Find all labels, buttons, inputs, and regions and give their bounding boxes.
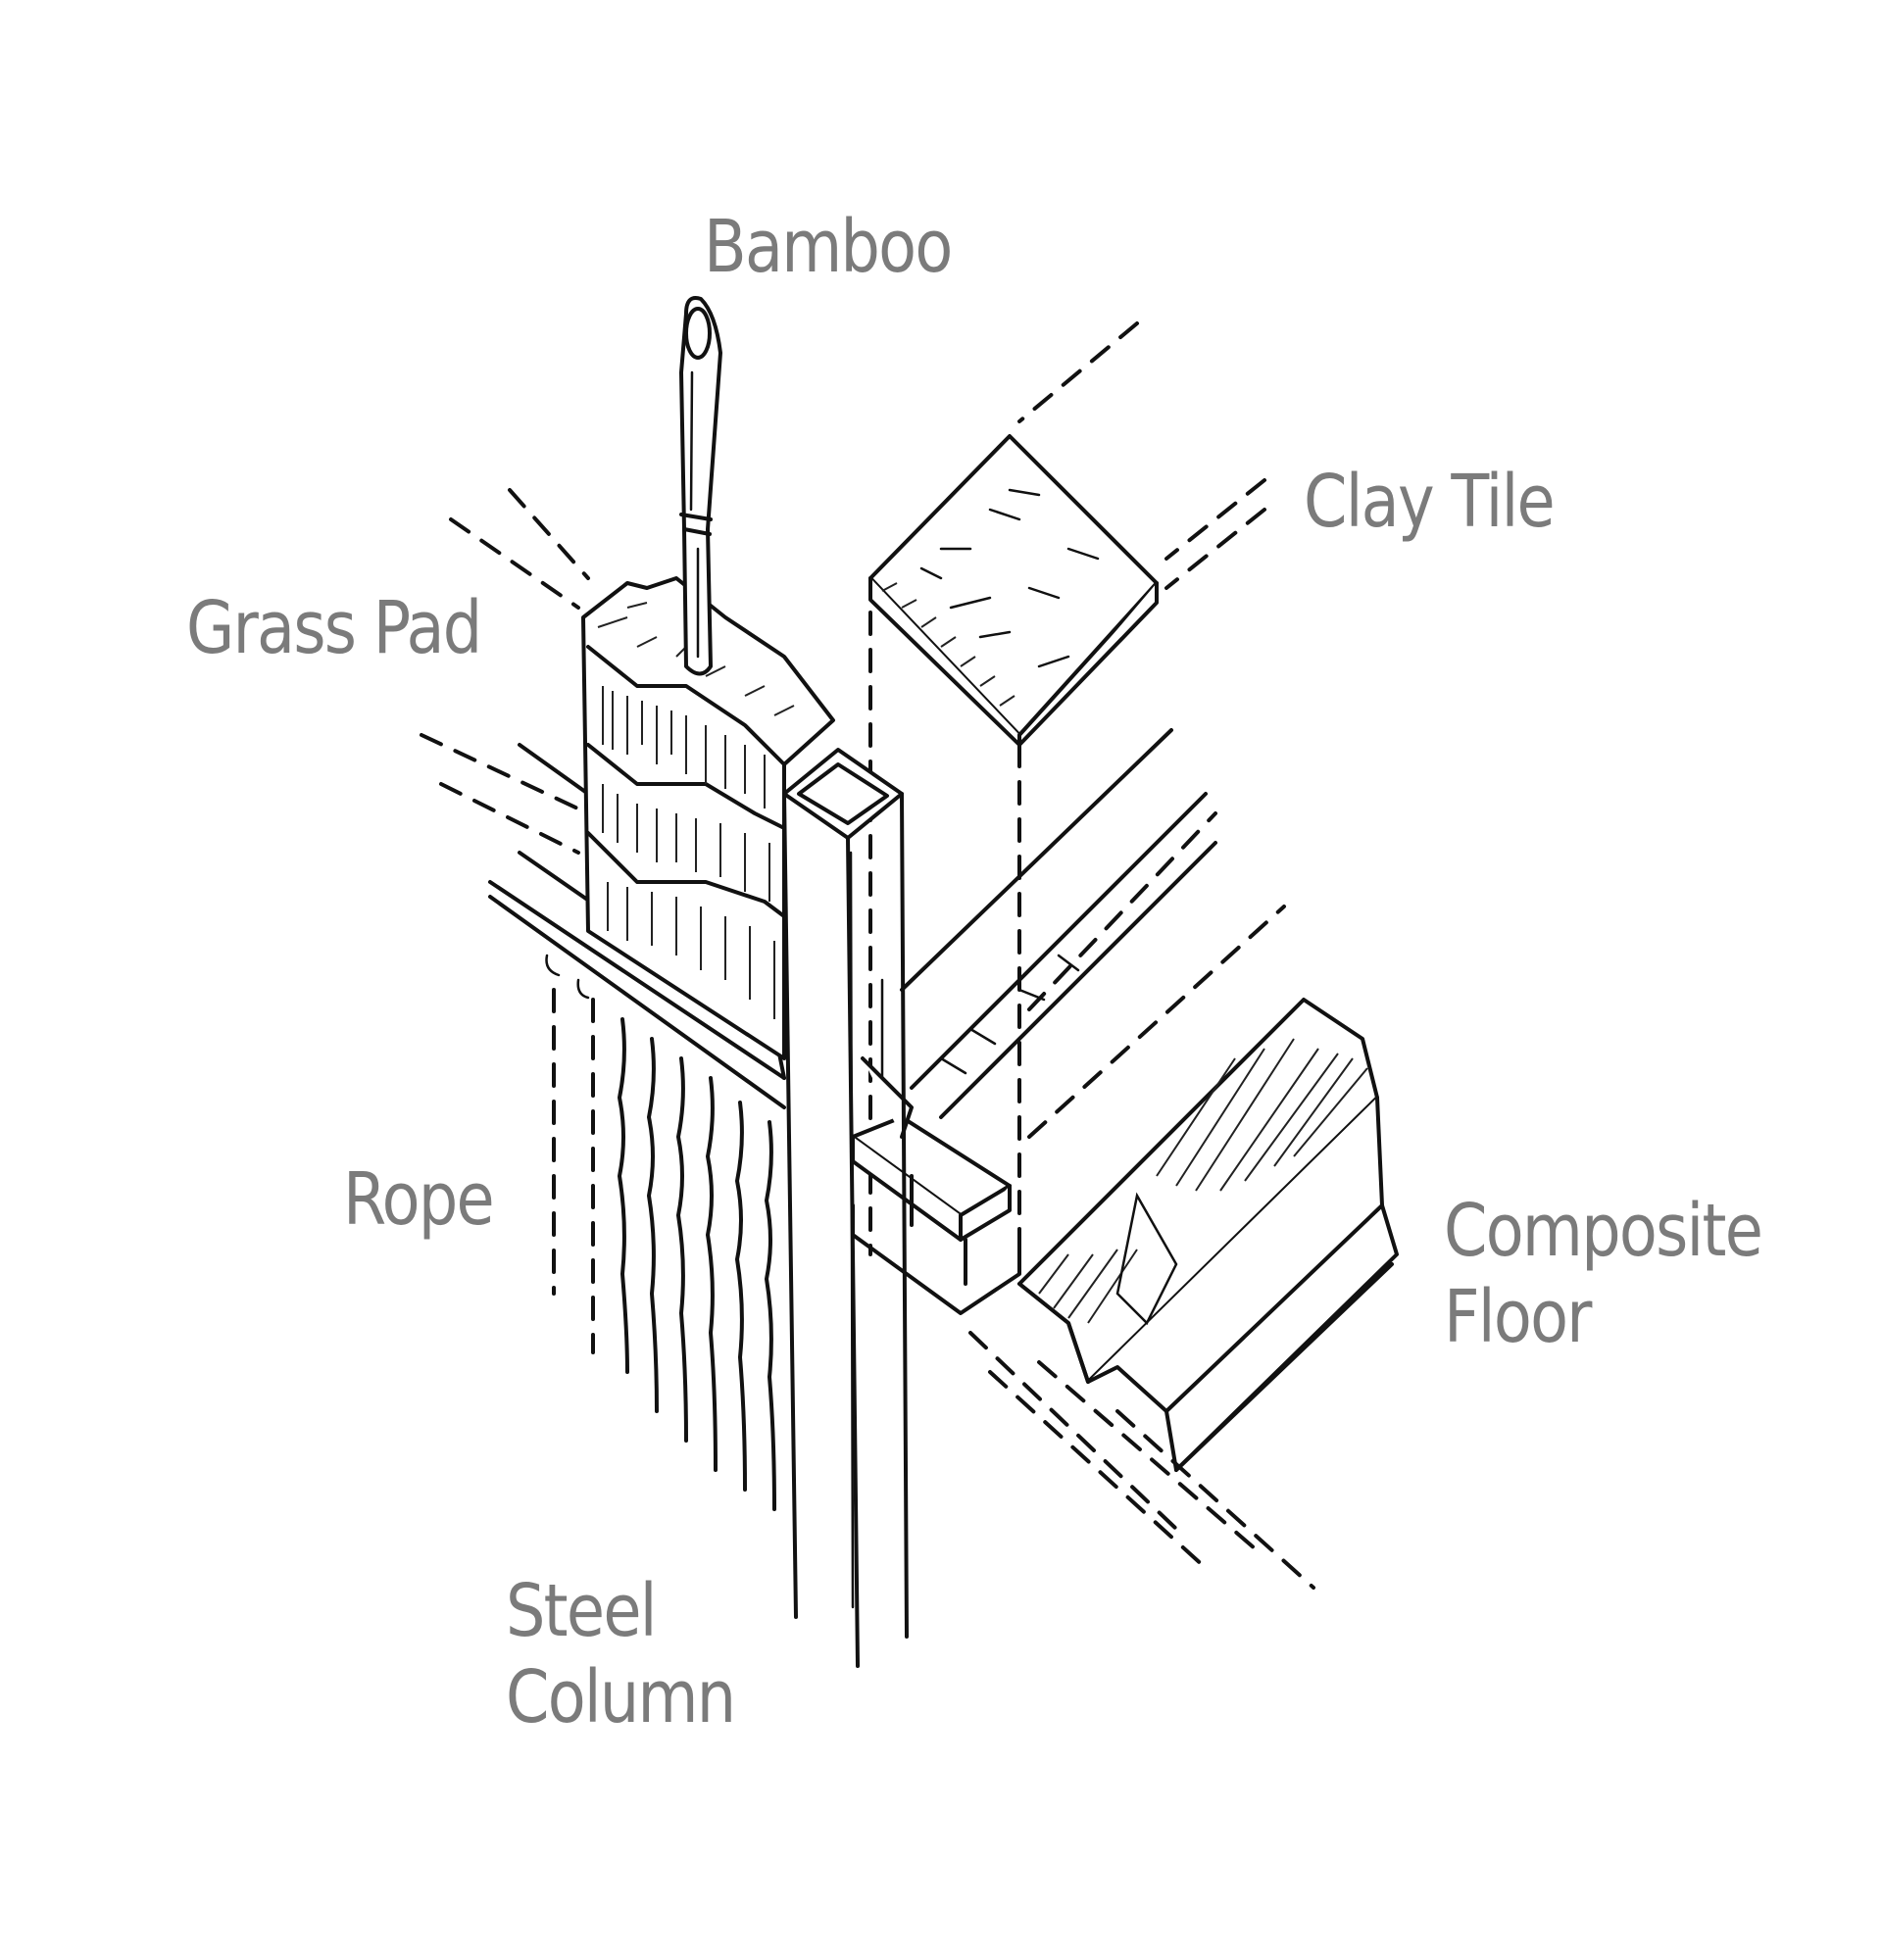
composite-floor [968,998,1399,1590]
label-steel-column-line-2: Column [506,1655,736,1740]
label-composite-floor-line-2: Floor [1444,1275,1592,1359]
grass-pad-guide-lines [420,488,590,855]
label-clay-tile: Clay Tile [1304,459,1556,545]
steel-i-beam [851,1056,1021,1315]
label-composite-floor-line-1: Composite [1444,1189,1763,1273]
steel-column [782,748,909,1668]
label-clay-tile-text: Clay Tile [1304,460,1556,544]
label-steel-column: Steel Column [506,1568,736,1740]
label-bamboo: Bamboo [704,204,953,290]
label-grass-pad: Grass Pad [186,585,482,671]
grass-pad [581,576,835,1060]
label-grass-pad-text: Grass Pad [186,586,482,670]
rope-guide-lines [552,988,595,1354]
bamboo-pole [679,296,722,676]
label-composite-floor: Composite Floor [1444,1188,1763,1360]
right-rails [900,728,1286,1139]
clay-tile [868,434,1159,747]
label-rope-text: Rope [343,1157,495,1242]
label-steel-column-line-1: Steel [506,1569,657,1653]
label-bamboo-text: Bamboo [704,205,953,289]
label-rope: Rope [343,1156,495,1243]
ropes [545,954,776,1511]
